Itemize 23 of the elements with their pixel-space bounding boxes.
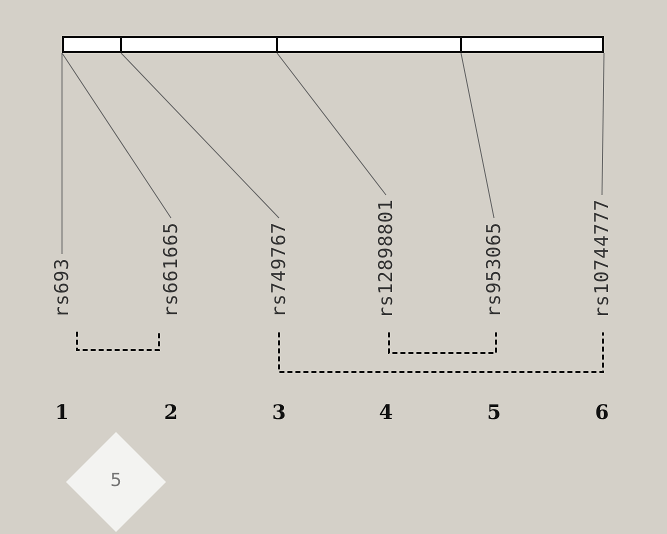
snp-label: rs749767 bbox=[269, 222, 289, 318]
diamond-number: 5 bbox=[109, 470, 123, 491]
dashed-bracket bbox=[388, 332, 497, 354]
leader-line bbox=[276, 52, 386, 196]
snp-label: rs953065 bbox=[484, 222, 504, 318]
snp-label: rs12898801 bbox=[376, 199, 396, 318]
snp-label: rs10744777 bbox=[592, 199, 612, 318]
snp-label: rs693 bbox=[52, 258, 72, 318]
marker-bar bbox=[62, 36, 604, 53]
marker-number: 3 bbox=[271, 400, 287, 424]
leader-line bbox=[460, 52, 494, 218]
dashed-bracket bbox=[278, 332, 604, 373]
marker-number: 1 bbox=[54, 400, 70, 424]
diamond-shape bbox=[66, 432, 166, 532]
marker-number: 5 bbox=[486, 400, 502, 424]
marker-number: 2 bbox=[163, 400, 179, 424]
leader-line bbox=[62, 52, 172, 218]
marker-number: 6 bbox=[594, 400, 610, 424]
snp-label: rs661665 bbox=[161, 222, 181, 318]
leader-line bbox=[602, 52, 604, 196]
dashed-bracket bbox=[76, 332, 160, 351]
leader-line bbox=[120, 52, 280, 218]
marker-number: 4 bbox=[378, 400, 394, 424]
